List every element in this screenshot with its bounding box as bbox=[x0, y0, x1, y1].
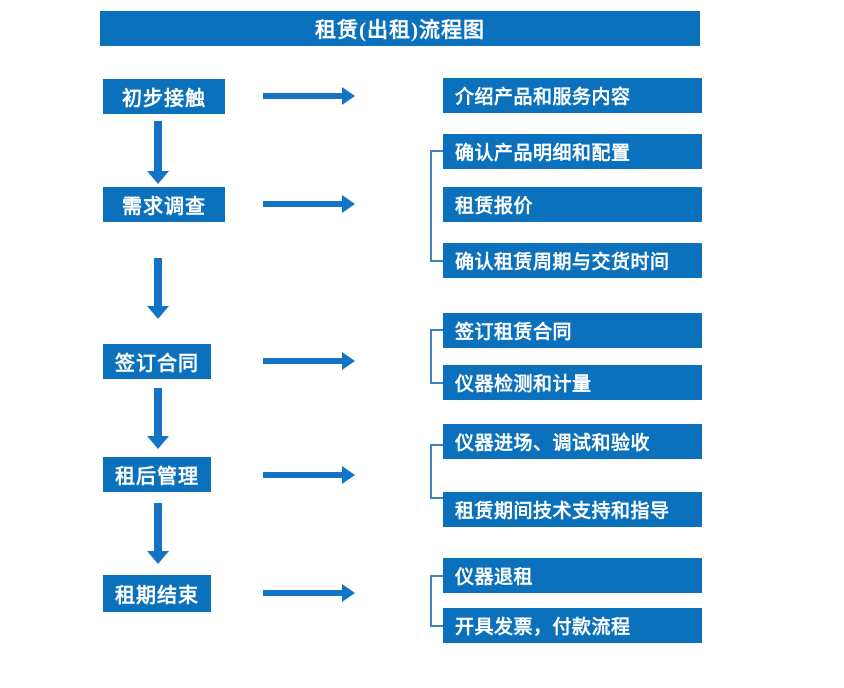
detail-box-introduce-products: 介绍产品和服务内容 bbox=[443, 78, 702, 113]
group-bracket-icon bbox=[430, 575, 445, 627]
flowchart-title: 租赁(出租)流程图 bbox=[100, 11, 700, 46]
group-bracket-icon bbox=[430, 329, 445, 384]
arrow-down-icon bbox=[147, 503, 169, 564]
detail-box-technical-support: 租赁期间技术支持和指导 bbox=[443, 492, 702, 527]
arrow-right-icon bbox=[263, 466, 355, 484]
arrow-right-icon bbox=[263, 195, 355, 213]
detail-box-rental-quote: 租赁报价 bbox=[443, 187, 702, 222]
detail-box-instrument-return: 仪器退租 bbox=[443, 558, 702, 593]
arrow-down-icon bbox=[147, 258, 169, 319]
step-box-rental-end: 租期结束 bbox=[103, 575, 211, 612]
arrow-right-icon bbox=[263, 584, 355, 602]
detail-box-instrument-setup-acceptance: 仪器进场、调试和验收 bbox=[443, 424, 702, 459]
step-box-post-rental-management: 租后管理 bbox=[103, 457, 211, 492]
arrow-right-icon bbox=[263, 87, 355, 105]
detail-box-confirm-period-delivery: 确认租赁周期与交货时间 bbox=[443, 243, 702, 278]
arrow-down-icon bbox=[147, 121, 169, 184]
detail-box-instrument-testing: 仪器检测和计量 bbox=[443, 365, 702, 400]
step-box-needs-survey: 需求调查 bbox=[103, 187, 225, 222]
group-bracket-icon bbox=[430, 444, 445, 499]
step-box-initial-contact: 初步接触 bbox=[103, 79, 225, 114]
arrow-right-icon bbox=[263, 352, 355, 370]
step-box-sign-contract: 签订合同 bbox=[103, 344, 211, 379]
detail-box-confirm-product-config: 确认产品明细和配置 bbox=[443, 134, 702, 169]
detail-box-invoice-payment: 开具发票，付款流程 bbox=[443, 608, 702, 643]
arrow-down-icon bbox=[147, 388, 169, 449]
group-bracket-icon bbox=[430, 150, 445, 262]
detail-box-sign-rental-contract: 签订租赁合同 bbox=[443, 313, 702, 348]
